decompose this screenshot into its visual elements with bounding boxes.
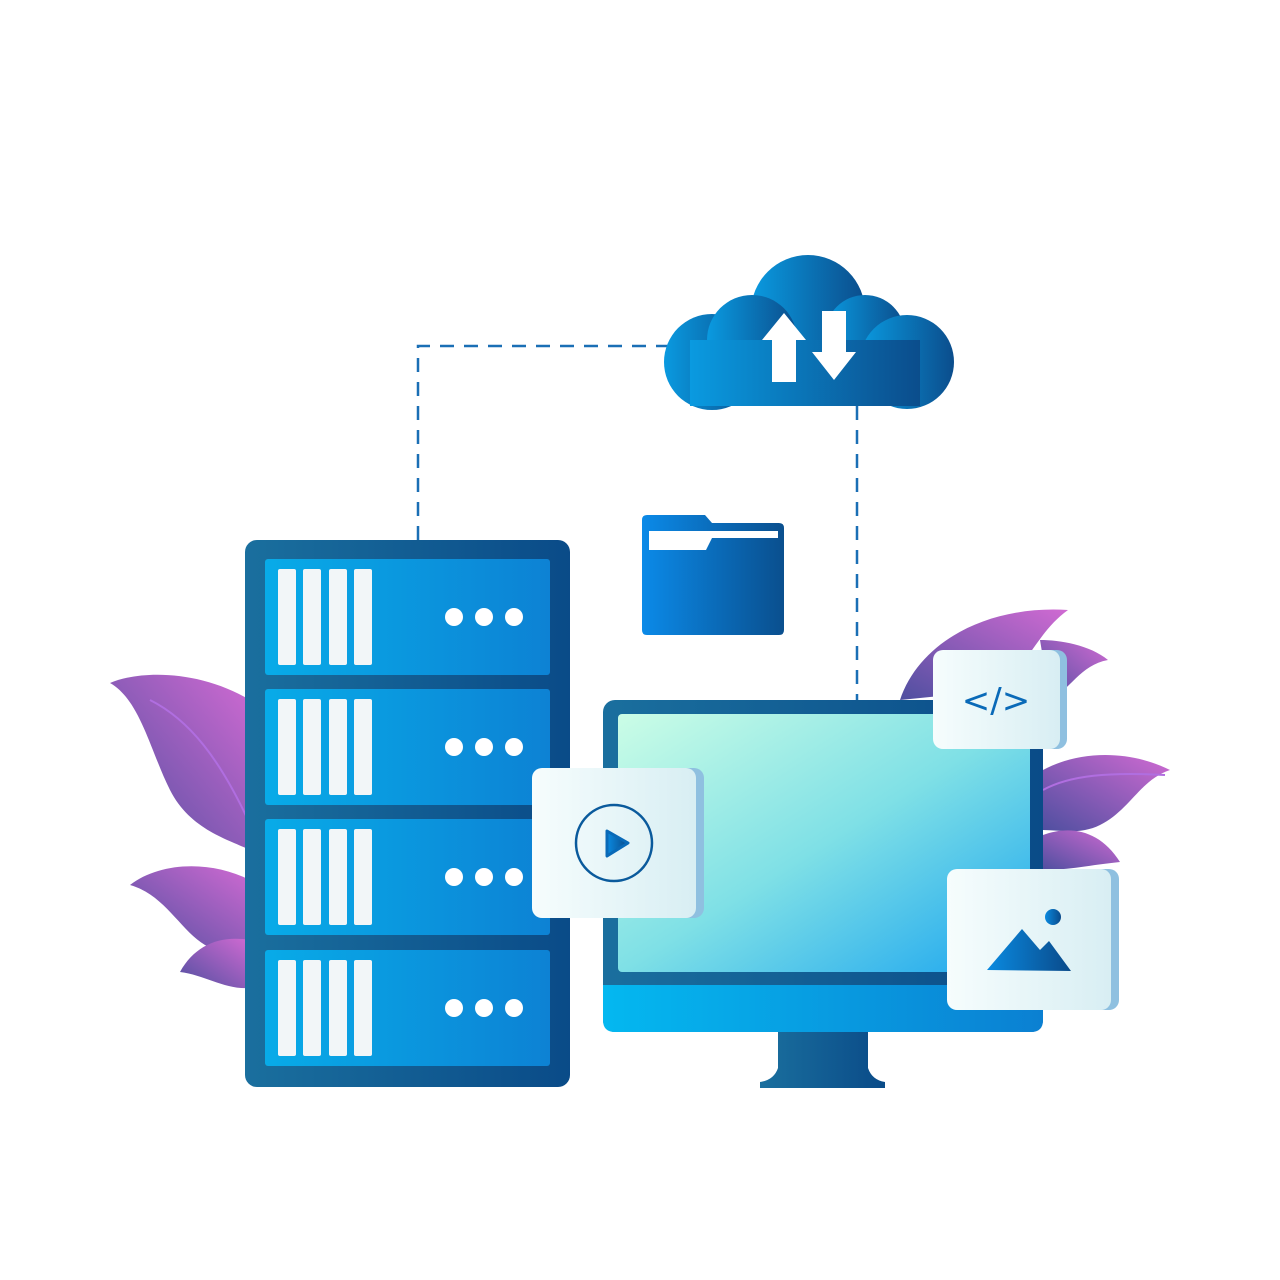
drive-bay [329,569,347,665]
status-light [445,868,463,886]
upload-arrow-icon [762,313,806,382]
play-button-ring [574,803,654,883]
folder-icon [642,515,784,635]
image-card[interactable] [947,869,1119,1010]
code-icon: </> [962,681,1030,721]
drive-bay [278,699,296,795]
status-light [505,738,523,756]
download-arrow-icon [812,311,856,380]
drive-bay [329,960,347,1056]
play-icon [605,829,630,858]
drive-bay [303,829,321,925]
status-light [445,608,463,626]
status-light [475,999,493,1017]
drive-bay [354,569,372,665]
status-light [505,608,523,626]
status-light [475,738,493,756]
drive-bay [278,960,296,1056]
status-light [445,738,463,756]
drive-bay [278,569,296,665]
server-unit [265,819,550,935]
cloud-sync-icon [664,255,954,410]
code-card[interactable]: </> [933,650,1067,749]
drive-bay [329,699,347,795]
drive-bay [354,829,372,925]
server-unit [265,689,550,805]
video-card[interactable] [532,768,704,918]
server-unit [265,950,550,1066]
leaf-icon [110,674,250,989]
drive-bay [278,829,296,925]
image-icon [987,909,1071,971]
drive-bay [303,569,321,665]
status-light [475,868,493,886]
status-light [505,999,523,1017]
monitor-icon [603,700,1043,1088]
status-light [445,999,463,1017]
drive-bay [354,960,372,1056]
drive-bay [329,829,347,925]
status-light [475,608,493,626]
status-light [505,868,523,886]
server-rack-icon [245,540,570,1087]
dashed-connector-server-cloud [416,344,668,540]
drive-bay [303,699,321,795]
server-unit [265,559,550,675]
drive-bay [354,699,372,795]
drive-bay [303,960,321,1056]
